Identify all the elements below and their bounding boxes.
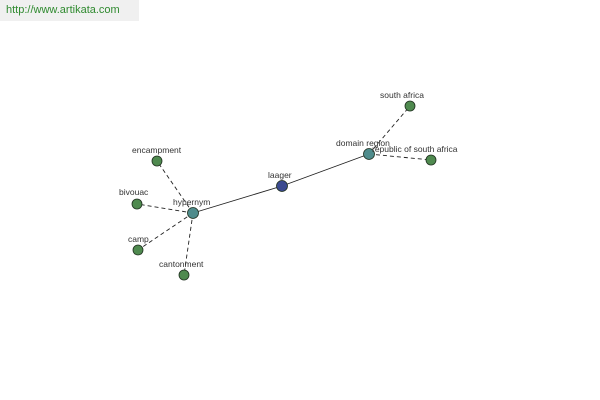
- node-encampment[interactable]: [151, 155, 163, 167]
- label-encampment[interactable]: encampment: [132, 145, 182, 155]
- edge-hypernym-cantonment: [183, 212, 194, 276]
- node-hypernym[interactable]: [187, 207, 199, 219]
- edge-domain_region-republic_of_south_africa: [368, 153, 432, 161]
- edge-domain_region-south_africa: [368, 105, 411, 155]
- graph-labels: laager hypernym domain region encampment biv…: [119, 90, 458, 269]
- graph-nodes: [131, 100, 437, 281]
- label-bivouac[interactable]: bivouac: [119, 187, 149, 197]
- graph-edges: [136, 105, 432, 276]
- node-camp[interactable]: [132, 244, 144, 256]
- label-camp[interactable]: camp: [128, 234, 149, 244]
- label-hypernym[interactable]: hypernym: [173, 197, 210, 207]
- node-south-africa[interactable]: [404, 100, 416, 112]
- label-republic-of-south-africa[interactable]: republic of south africa: [372, 144, 458, 154]
- label-domain-region[interactable]: domain region: [336, 138, 390, 148]
- label-cantonment[interactable]: cantonment: [159, 259, 204, 269]
- node-domain-region[interactable]: [363, 148, 375, 160]
- edge-laager-domain_region: [281, 153, 370, 187]
- edge-hypernym-encampment: [156, 160, 194, 214]
- url-banner: http://www.artikata.com: [0, 0, 139, 21]
- url-link[interactable]: http://www.artikata.com: [6, 4, 120, 16]
- node-cantonment[interactable]: [178, 269, 190, 281]
- edge-hypernym-camp: [137, 212, 194, 251]
- node-laager[interactable]: [276, 180, 288, 192]
- edge-laager-hypernym: [192, 185, 283, 214]
- label-laager[interactable]: laager: [268, 170, 292, 180]
- edge-hypernym-bivouac: [136, 203, 194, 214]
- label-south-africa[interactable]: south africa: [380, 90, 424, 100]
- node-republic-of-south-africa[interactable]: [425, 154, 437, 166]
- node-bivouac[interactable]: [131, 198, 143, 210]
